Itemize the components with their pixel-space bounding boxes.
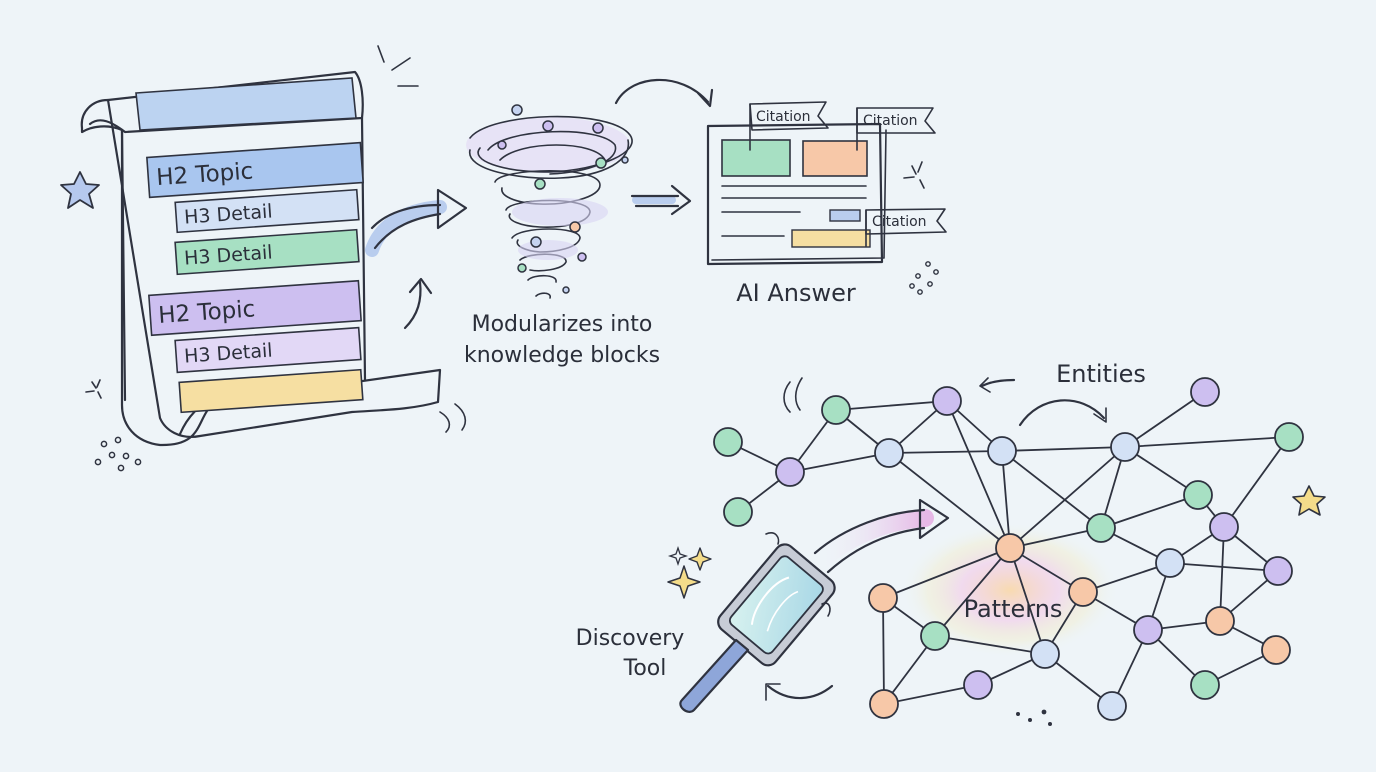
citation-flag: Citation [865,208,947,247]
sparkle-icon [903,161,925,189]
network-edge [1100,494,1199,529]
entity-node [1183,480,1213,510]
entity-node [1274,422,1304,452]
citation-label: Citation [872,214,927,230]
arrow-to-patterns [813,498,950,574]
network-edge [934,547,1011,637]
entity-node [1097,691,1127,721]
entity-node [932,386,962,416]
network-edge [934,635,1046,655]
network-edge [1009,547,1046,655]
network-edge [888,452,1011,549]
tornado-caption-line2: knowledge blocks [464,343,660,368]
dots-decoration [909,261,939,295]
entity-node [1190,377,1220,407]
entity-node [723,497,753,527]
curved-arrow-entities [979,377,1107,427]
entity-node [995,533,1025,563]
curved-arrow-top [614,78,714,108]
sparkle-icon [667,545,712,599]
star-icon [60,171,100,209]
entity-node [1030,639,1060,669]
dots-decoration [1016,709,1052,726]
h3-section-block [178,368,364,414]
entity-node [920,621,950,651]
network-edge [1001,446,1126,452]
entity-node [1110,432,1140,462]
h2-section-block: H2 Topic [148,279,362,337]
entity-node [1133,615,1163,645]
h2-section-block: H2 Topic [146,141,364,199]
entity-node [1209,512,1239,542]
citation-flag: Citation [856,107,936,151]
motion-lines [439,403,467,433]
sparkle-icon [85,379,102,399]
entity-node [775,457,805,487]
citation-label: Citation [756,109,811,125]
network-edge [1169,562,1279,572]
ai-answer-label: AI Answer [736,279,856,307]
network-edge [835,400,948,411]
network-edge [882,597,885,705]
network-edge [882,547,1011,599]
star-icon [1292,485,1326,516]
magnifying-glass-icon [679,532,836,713]
patterns-glow [900,522,1120,658]
discovery-tool-line1: Discovery [576,626,685,651]
entity-node [1086,513,1116,543]
entity-node [1261,635,1291,665]
h3-section-block: H3 Detail [174,188,360,234]
network-edge [1219,526,1225,622]
network-edge [1124,391,1206,448]
network-edge [789,452,890,473]
entity-node [821,395,851,425]
entity-node [1068,577,1098,607]
arrow-to-tornado [365,188,468,257]
arrow-up [403,277,433,330]
entity-node [713,427,743,457]
motion-lines [783,377,803,413]
entity-node [869,689,899,719]
network-edge [1082,562,1171,593]
network-edge [883,684,979,705]
entity-node [874,438,904,468]
dots-decoration [94,436,142,472]
entity-node [1190,670,1220,700]
document-scroll [80,70,442,447]
spark-lines [377,45,419,87]
network-edge [1009,527,1102,549]
curved-arrow-bottom [765,683,834,701]
citation-label: Citation [863,113,918,129]
network-edge [888,450,1003,454]
network-edge [946,400,1011,549]
entity-node [1263,556,1293,586]
patterns-label: Patterns [964,595,1063,623]
network-nodes [713,377,1304,721]
entity-node [963,670,993,700]
citation-flag: Citation [749,101,829,151]
tornado-caption-line1: Modularizes into [472,312,653,337]
tornado-icon [466,104,633,299]
h3-section-block: H3 Detail [174,326,362,374]
ai-answer-card [706,122,887,266]
network-edge [1124,436,1290,448]
h3-section-block: H3 Detail [174,228,360,276]
entity-node [1205,606,1235,636]
network-edge [1001,450,1102,529]
arrow-to-answer [630,184,692,216]
discovery-tool-line2: Tool [623,656,667,681]
network-edge [1009,446,1126,549]
entities-label: Entities [1056,360,1146,388]
entity-node [987,436,1017,466]
network-edge [1001,450,1011,549]
network-edge [1223,436,1290,528]
entity-node [868,583,898,613]
entity-node [1155,548,1185,578]
